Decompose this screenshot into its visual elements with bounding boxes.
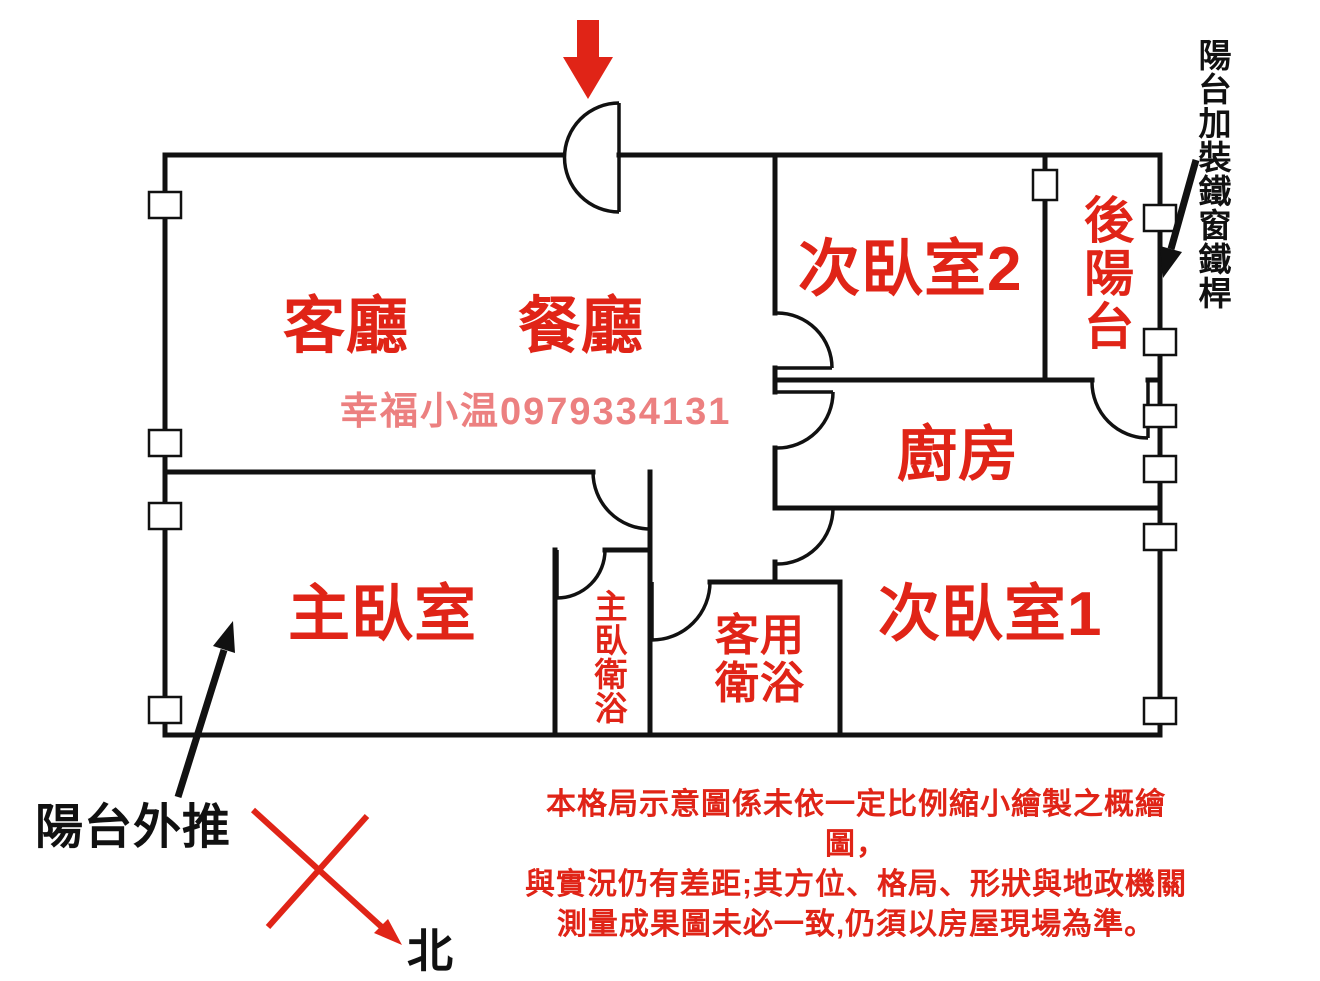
- disclaimer-text: 本格局示意圖係未依一定比例縮小繪製之概繪圖， 與實況仍有差距;其方位、格局、形狀…: [520, 785, 1192, 945]
- window-symbols: [147, 168, 1178, 726]
- bedroom1-door-swing: [776, 506, 835, 566]
- north-label: 北: [407, 925, 454, 977]
- room-label-dining: 餐廳: [518, 292, 645, 361]
- entrance-arrow-icon: [563, 20, 613, 99]
- kitchen-door-swing: [776, 390, 835, 450]
- window-symbol: [1142, 454, 1178, 484]
- guest-bath-line2: 衛浴: [715, 658, 805, 708]
- window-symbol: [1142, 696, 1178, 726]
- room-label-kitchen: 廚房: [897, 421, 1019, 488]
- guest-bath-line1: 客用: [715, 611, 805, 660]
- room-label-living: 客廳: [283, 292, 410, 361]
- window-symbol: [147, 695, 183, 725]
- note-balcony-pushed: 陽台外推: [35, 801, 232, 854]
- bedroom2-door-swing: [776, 311, 834, 370]
- guest-bath-door-swing: [650, 581, 712, 642]
- disclaimer-line2: 與實況仍有差距;其方位、格局、形狀與地政機關: [525, 867, 1187, 901]
- disclaimer-line3: 測量成果圖未必一致,仍須以房屋現場為準。: [556, 907, 1156, 941]
- window-symbol: [1142, 327, 1178, 357]
- agent-watermark: 幸福小温0979334131: [340, 391, 732, 433]
- window-symbol: [147, 428, 183, 458]
- note-balcony-grille: 陽台加裝鐵窗鐵桿: [1194, 38, 1231, 310]
- room-label-bedroom2: 次臥室2: [798, 235, 1023, 304]
- room-label-back-balcony: 後陽台: [1077, 194, 1133, 353]
- guest-bath-walls: [707, 579, 843, 738]
- door-swings: [555, 101, 1150, 642]
- disclaimer-line1: 本格局示意圖係未依一定比例縮小繪製之概繪圖，: [546, 788, 1166, 861]
- north-cross-arrow-icon: [250, 807, 402, 945]
- window-symbol: [1142, 203, 1178, 233]
- room-label-master-bath: 主臥衛浴: [590, 589, 627, 725]
- window-symbol: [147, 501, 183, 531]
- room-label-guest-bath: 客用 衛浴: [712, 612, 808, 707]
- master-bath-door-swing: [555, 549, 607, 600]
- window-symbol: [1142, 522, 1178, 552]
- window-symbol: [1142, 403, 1178, 429]
- master-bath-walls: [552, 547, 653, 738]
- window-symbol: [1031, 168, 1059, 202]
- master-bedroom-door-swing: [591, 471, 652, 531]
- balcony-push-arrow-icon: [174, 621, 235, 799]
- grille-pointer-arrow-icon: [1160, 159, 1200, 278]
- room-label-master-bedroom: 主臥室: [288, 580, 478, 649]
- room-label-bedroom1: 次臥室1: [878, 580, 1103, 649]
- entrance-door-swing: [562, 101, 621, 214]
- balcony-door-swing: [1090, 381, 1150, 440]
- window-symbol: [147, 190, 183, 220]
- outer-wall: [162, 152, 1163, 738]
